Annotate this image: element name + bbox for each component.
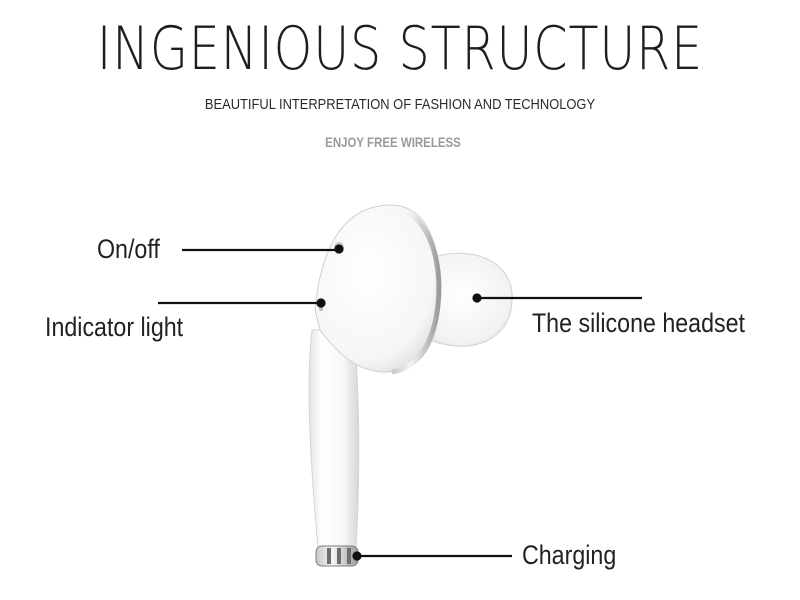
silicone-tip (419, 252, 513, 347)
charging-contact (315, 545, 359, 567)
leader-lines (158, 244, 642, 561)
label-charging: Charging (522, 540, 617, 570)
label-indicator-light: Indicator light (45, 312, 184, 342)
onoff-dot (334, 244, 344, 254)
earbud-head (314, 204, 442, 375)
indicator-dot (316, 298, 326, 308)
label-onoff: On/off (97, 234, 160, 264)
page-title: INGENIOUS STRUCTURE (96, 14, 704, 84)
silicone-dot (472, 293, 482, 303)
label-silicone-headset: The silicone headset (532, 308, 745, 338)
earbud-stem (308, 329, 360, 549)
page-subtitle: BEAUTIFUL INTERPRETATION OF FASHION AND … (204, 96, 596, 113)
charging-dot (352, 551, 362, 561)
tagline: ENJOY FREE WIRELESS (325, 134, 461, 150)
